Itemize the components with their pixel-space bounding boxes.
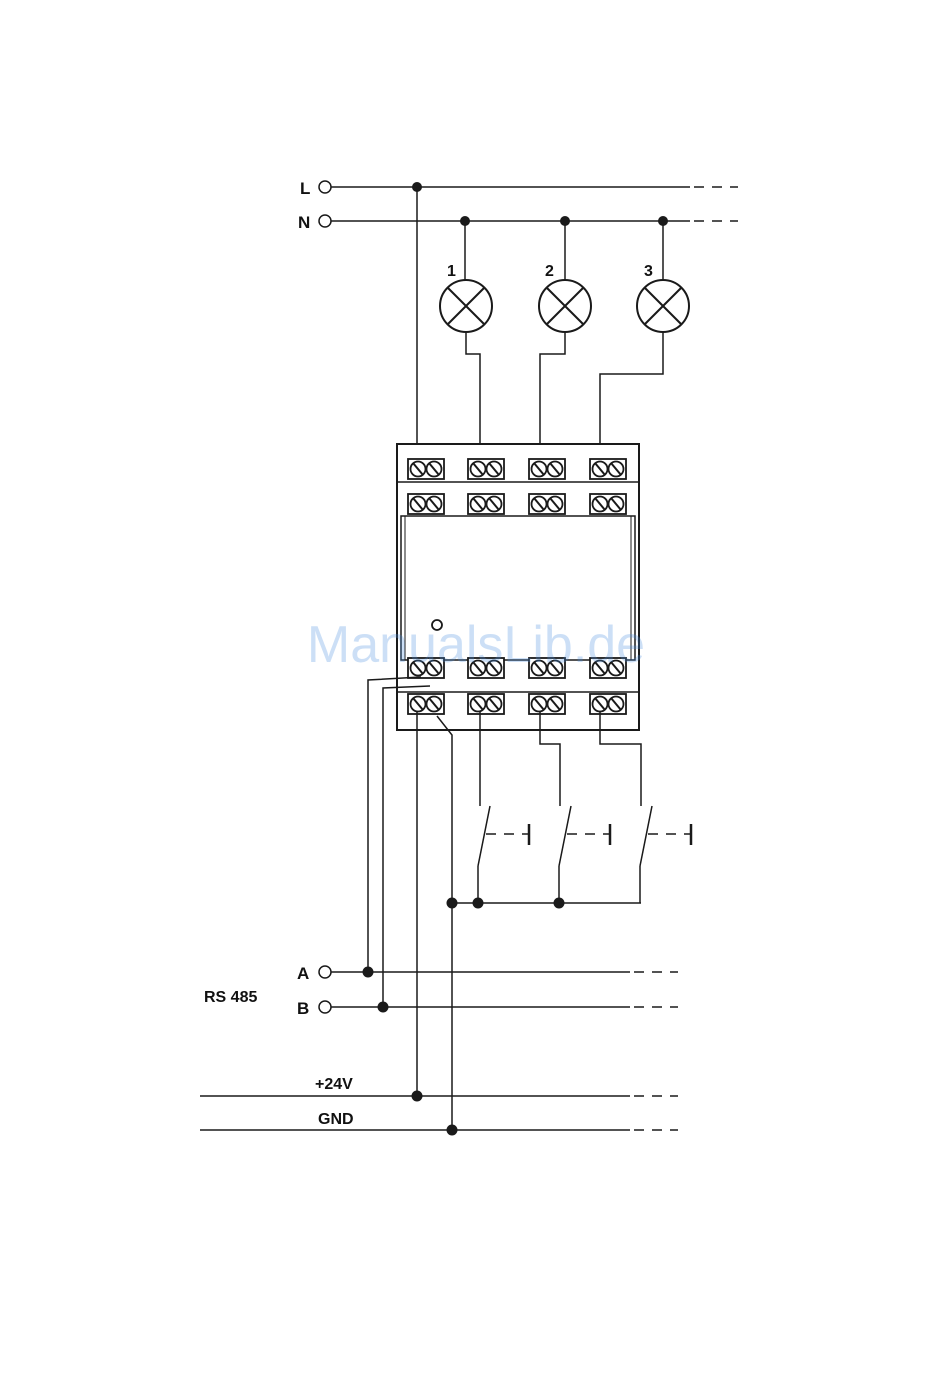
wire-gnd-to-module	[437, 716, 452, 1130]
terminal-a-circle	[319, 966, 331, 978]
terminal-label-l: L	[300, 179, 310, 198]
terminal-l-circle	[319, 181, 331, 193]
screw-terminal-icon	[408, 494, 444, 514]
power-supply-lines: +24V GND	[200, 1076, 678, 1136]
lower-wiring	[368, 677, 691, 1130]
terminal-label-a: A	[297, 964, 309, 983]
lamp-3-icon	[637, 280, 689, 332]
rs485-bus: RS 485 A B	[204, 964, 678, 1018]
lamps: 1 2 3	[440, 221, 689, 460]
screw-terminal-icon	[529, 494, 565, 514]
junction-gnd-common	[447, 898, 458, 909]
lamp-3-number: 3	[644, 263, 653, 280]
junction-gnd	[447, 1125, 458, 1136]
screw-terminal-icon	[590, 694, 626, 714]
switch-2-icon	[559, 806, 610, 903]
lamp-2-number: 2	[545, 263, 554, 280]
lamp-3-return	[600, 332, 663, 460]
watermark-text: ManualsLib.de	[307, 616, 645, 674]
switch-3-icon	[640, 806, 691, 903]
screw-terminal-icon	[408, 459, 444, 479]
label-gnd: GND	[318, 1111, 354, 1128]
screw-terminal-icon	[468, 694, 504, 714]
screw-terminal-icon	[590, 494, 626, 514]
screw-terminal-icon	[468, 459, 504, 479]
junction-switch-1	[473, 898, 484, 909]
screw-terminal-icon	[408, 694, 444, 714]
supply-lines: L N	[298, 179, 738, 232]
din-module	[397, 444, 639, 730]
terminal-label-n: N	[298, 213, 310, 232]
lamp-1-icon	[440, 280, 492, 332]
label-24v: +24V	[315, 1076, 353, 1093]
junction-switch-2	[554, 898, 565, 909]
wire-b-to-module	[383, 686, 430, 1007]
screw-terminal-icon	[468, 494, 504, 514]
lamp-2-icon	[539, 280, 591, 332]
lamp-2-return	[540, 332, 565, 460]
junction-a	[363, 967, 374, 978]
screw-terminal-icon	[529, 459, 565, 479]
junction-24v	[412, 1091, 423, 1102]
terminal-label-b: B	[297, 999, 309, 1018]
bus-label: RS 485	[204, 989, 257, 1006]
switch-1-icon	[478, 806, 529, 903]
lamp-1-return	[466, 332, 480, 460]
terminal-n-circle	[319, 215, 331, 227]
terminal-b-circle	[319, 1001, 331, 1013]
lamp-1-number: 1	[447, 263, 456, 280]
junction-b	[378, 1002, 389, 1013]
screw-terminal-icon	[529, 694, 565, 714]
screw-terminal-icon	[590, 459, 626, 479]
